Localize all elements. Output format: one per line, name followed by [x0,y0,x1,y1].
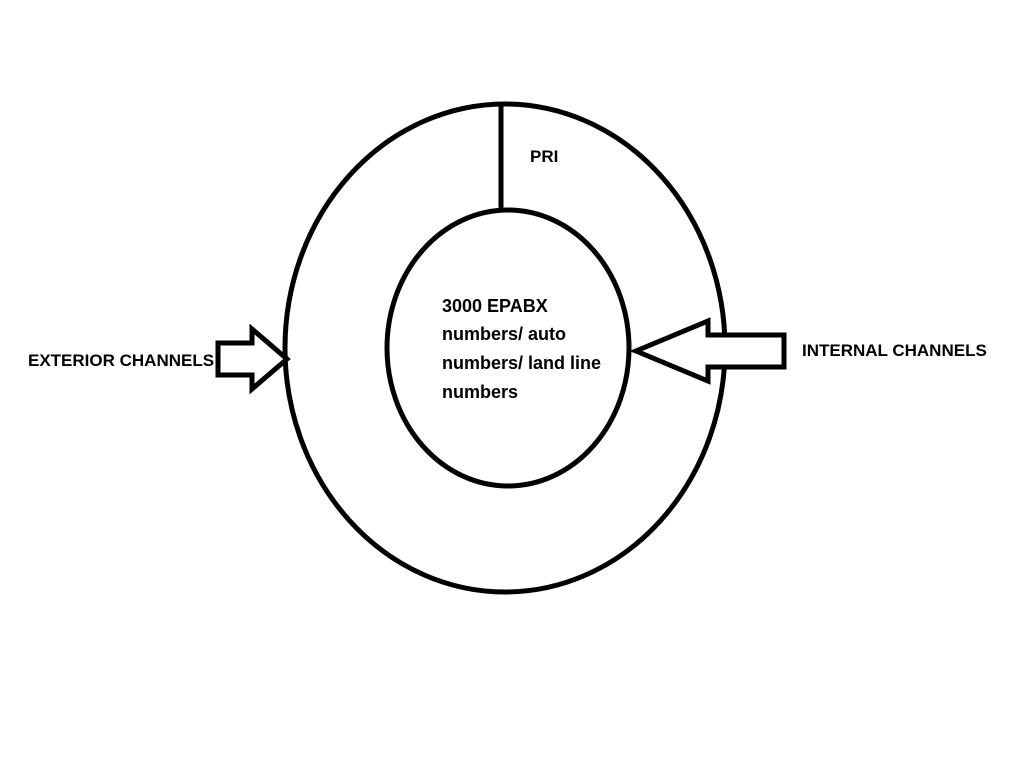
exterior-arrow [215,323,291,395]
center-label-line-3: numbers/ land line [442,353,601,373]
internal-channels-label: INTERNAL CHANNELS [802,341,987,360]
center-label-line-1: 3000 EPABX [442,296,548,316]
exterior-channels-label: EXTERIOR CHANNELS [28,351,214,370]
inner-circle [384,207,632,489]
center-label-line-4: numbers [442,382,518,402]
center-label-line-2: numbers/ auto [442,324,566,344]
internal-arrow [629,317,787,385]
pri-label: PRI [530,147,558,166]
